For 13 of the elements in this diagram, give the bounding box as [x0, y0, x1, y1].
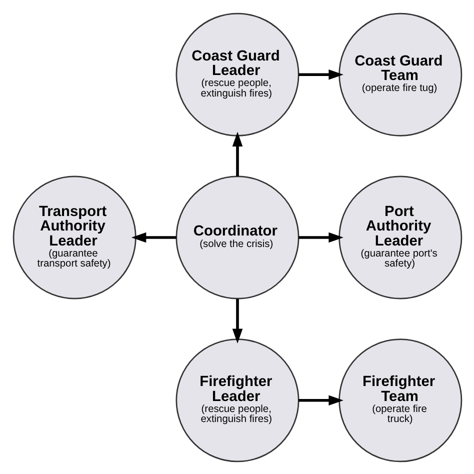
- node-circle: Coordinator (solve the crisis): [175, 175, 299, 299]
- node-circle: Coast Guard Leader (rescue people, extinguish fires): [175, 12, 299, 136]
- node-circle: Firefighter Team (operate fire truck): [338, 338, 462, 462]
- node-circle: Coast Guard Team (operate fire tug): [338, 12, 462, 136]
- node-circle: Firefighter Leader (rescue people, extinguish fires): [175, 338, 299, 462]
- arrow: [298, 68, 343, 80]
- arrow: [298, 232, 343, 242]
- arrow: [232, 298, 242, 343]
- arrow: [130, 232, 176, 242]
- node-circle: Port Authority Leader (guarantee port's safety): [338, 175, 462, 299]
- arrow: [298, 394, 343, 406]
- node-circle: Transport Authority Leader (guarantee transport safety): [12, 175, 136, 299]
- arrow: [232, 131, 242, 176]
